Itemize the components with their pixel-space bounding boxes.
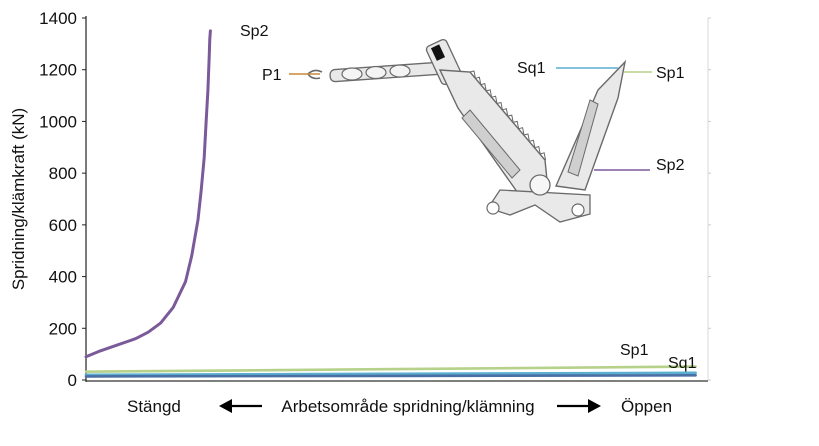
chain-link (365, 65, 387, 80)
series-lines (84, 29, 697, 378)
series-label-sq1: Sq1 (668, 355, 697, 372)
series-line-base (84, 374, 697, 378)
labels: Spridning/klämkraft (kN) Stängd Arbetsområ… (9, 23, 697, 416)
right-arm-slot (567, 99, 599, 177)
chain-link (341, 67, 363, 81)
y-tick-label: 1400 (39, 9, 77, 28)
pivot-hole-right (571, 203, 585, 217)
y-tick-label: 800 (49, 164, 77, 183)
diagram-label-sp2: Sp2 (656, 157, 685, 174)
x-label-center: Arbetsområde spridning/klämning (281, 397, 534, 416)
axes (85, 16, 709, 382)
y-ticks: 0 200 400 600 800 1000 1200 1400 (39, 9, 711, 390)
series-line-sq1 (84, 371, 697, 377)
head-black-part (430, 44, 446, 61)
arrow-right-head (588, 399, 601, 413)
tool-diagram (306, 38, 627, 223)
diagram-label-p1: P1 (262, 67, 282, 84)
y-tick-label: 0 (68, 371, 77, 390)
x-label-right: Öppen (621, 397, 672, 416)
left-arm (438, 69, 549, 197)
diagram-label-sq1: Sq1 (517, 60, 546, 77)
left-arm-teeth (469, 70, 547, 161)
series-line-sp1 (84, 365, 697, 373)
chain-link (389, 64, 411, 78)
series-line-sp2 (84, 29, 212, 359)
series-label-sp2: Sp2 (240, 23, 269, 40)
y-axis-label: Spridning/klämkraft (kN) (9, 108, 28, 290)
series-label-sp1: Sp1 (620, 342, 649, 359)
pivot-hole-left (486, 201, 500, 215)
x-label-left: Stängd (127, 397, 181, 416)
y-tick-label: 600 (49, 216, 77, 235)
spreader-drawing (306, 38, 627, 223)
arrow-left-head (219, 399, 232, 413)
y-tick-label: 1200 (39, 61, 77, 80)
y-tick-label: 400 (49, 268, 77, 287)
pivot-bolt (529, 174, 551, 196)
left-arm-slot (461, 109, 521, 179)
y-tick-label: 200 (49, 319, 77, 338)
diagram-label-sp1: Sp1 (656, 65, 685, 82)
y-tick-label: 1000 (39, 112, 77, 131)
